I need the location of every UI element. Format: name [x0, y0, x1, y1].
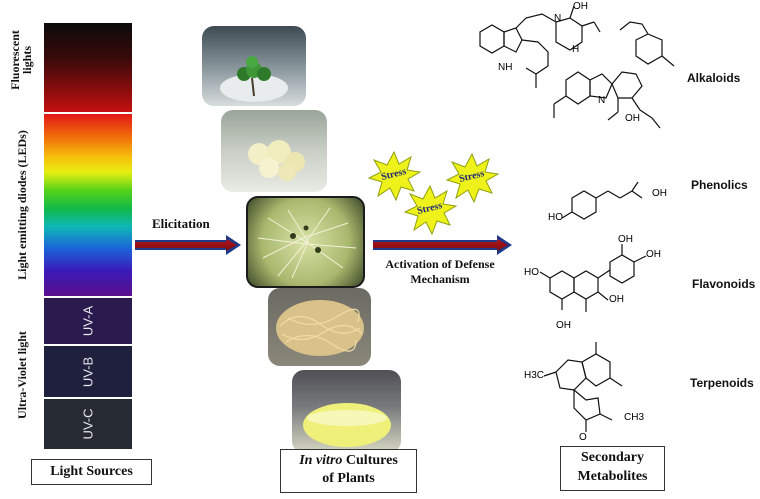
activation-line2: Mechanism	[410, 272, 470, 286]
metabolites-caption: Secondary Metabolites	[560, 446, 665, 491]
callus-art	[248, 140, 305, 181]
uv-c-band: UV-C	[44, 399, 132, 449]
atom-oh-flav-4: OH	[556, 320, 571, 331]
photo-callus-flask	[221, 110, 327, 192]
hairy-roots-art	[276, 300, 364, 356]
photo-hairy-roots	[268, 288, 371, 366]
atom-ch3: CH3	[624, 412, 645, 423]
stress-burst-1	[368, 150, 422, 202]
atom-oh-flav-3: OH	[609, 294, 624, 305]
photo-flask-shoots	[202, 26, 306, 106]
cultures-caption-italic: In vitro	[299, 453, 343, 468]
stress-bursts	[368, 150, 500, 236]
atom-o-terp: O	[579, 432, 587, 443]
atom-ho-flav: HO	[524, 267, 539, 278]
atom-n-2: N	[598, 95, 606, 106]
atom-h3c: H3C	[524, 370, 545, 381]
phenolics-label: Phenolics	[691, 178, 748, 192]
stress-burst-3	[403, 184, 458, 236]
atom-oh-flav-1: OH	[618, 234, 633, 245]
atom-oh-top: OH	[573, 1, 588, 12]
photo-petri-roots	[246, 196, 365, 288]
alkaloid-structure	[479, 5, 675, 129]
metabolites-caption-line2: Metabolites	[577, 469, 648, 484]
activation-label: Activation of Defense Mechanism	[370, 257, 510, 287]
cultures-caption-line2: of Plants	[322, 471, 375, 486]
cultures-caption-line1: In vitro Cultures	[281, 452, 416, 470]
defense-arrow	[373, 235, 512, 255]
uv-b-band: UV-B	[44, 346, 132, 397]
atom-nh: NH	[498, 62, 513, 73]
cultures-caption: In vitro Cultures of Plants	[280, 449, 417, 493]
flavonoid-structure	[539, 244, 647, 312]
suspension-art	[303, 403, 391, 447]
atom-ho-phenolic: HO	[548, 212, 563, 223]
flask-shoots-art	[220, 56, 288, 102]
led-spectrum-band	[44, 114, 132, 296]
elicitation-arrow	[135, 235, 241, 255]
terpenoids-label: Terpenoids	[690, 376, 754, 390]
fluorescent-light-band	[44, 23, 132, 112]
terpenoid-structure	[543, 342, 623, 432]
petri-roots-art	[257, 207, 357, 279]
atom-oh-2: OH	[625, 113, 640, 124]
atom-n-1: N	[554, 13, 562, 24]
chemical-structures	[479, 5, 675, 432]
atom-oh-phenolic-acid: OH	[652, 188, 667, 199]
elicitation-label: Elicitation	[152, 216, 210, 231]
stress-burst-2	[445, 152, 500, 204]
uv-a-band: UV-A	[44, 298, 132, 344]
atom-h-1: H	[572, 44, 580, 55]
cultures-caption-rest: Cultures	[342, 453, 398, 468]
metabolites-caption-line1: Secondary	[581, 450, 644, 465]
light-sources-caption: Light Sources	[31, 459, 152, 485]
photo-suspension-culture	[292, 370, 401, 453]
atom-oh-flav-2: OH	[646, 249, 661, 260]
phenolic-structure	[561, 181, 643, 220]
flavonoids-label: Flavonoids	[692, 277, 756, 291]
alkaloids-label: Alkaloids	[687, 71, 741, 85]
activation-line1: Activation of Defense	[385, 257, 495, 271]
